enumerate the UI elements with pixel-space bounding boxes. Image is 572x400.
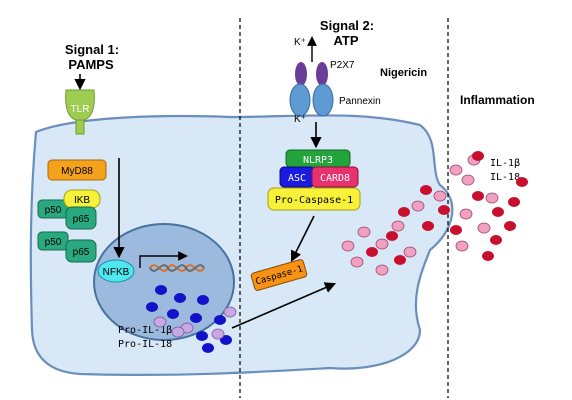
mature-cytokine-pink-dots [341, 154, 499, 276]
asc-label: ASC [288, 173, 306, 184]
nucleus [93, 223, 235, 341]
p65-label-a: p65 [73, 214, 90, 225]
k-in-label: K⁺ [294, 114, 306, 125]
nlrp3-label: NLRP3 [303, 155, 333, 166]
p2x7-right-subunit [316, 62, 328, 86]
p65-label-b: p65 [73, 247, 90, 258]
pro-caspase-box [267, 187, 361, 211]
il1b-label: IL-1β [490, 158, 520, 169]
dna-helix [149, 264, 205, 272]
transcription-arrow [139, 251, 188, 268]
nfkb-label: NFKB [103, 267, 130, 278]
il18-label: IL-18 [490, 172, 520, 183]
ikb-label: IKB [74, 195, 90, 206]
p65-box-b [65, 239, 97, 263]
p2x7-left-subunit [295, 62, 307, 86]
myd88-box [47, 159, 107, 181]
signal1-subtitle: PAMPS [68, 57, 114, 72]
mature-cytokine-red-dots [366, 151, 528, 265]
signal2-title: Signal 2: [320, 18, 374, 33]
nfkb-ellipse [97, 259, 135, 283]
p50-label-b: p50 [45, 237, 62, 248]
k-out-label: K⁺ [294, 37, 306, 48]
nigericin-label: Nigericin [380, 67, 427, 79]
caspase-box [250, 259, 308, 291]
inflammation-label: Inflammation [460, 93, 535, 107]
card8-box [311, 166, 359, 188]
signal1-title: Signal 1: [65, 42, 119, 57]
tlr-label: TLR [71, 104, 90, 115]
pannexin-right-subunit [312, 83, 334, 117]
p50-label-a: p50 [45, 205, 62, 216]
card8-label: CARD8 [320, 173, 350, 184]
pannexin-left-subunit [289, 83, 311, 117]
pannexin-label: Pannexin [339, 96, 381, 107]
maturation-arrow [231, 282, 337, 329]
p2x7-label: P2X7 [330, 60, 355, 71]
pro-cytokine-blue-dots [146, 285, 232, 353]
pro-caspase-label: Pro-Caspase-1 [275, 195, 353, 206]
tlr-receptor [65, 89, 95, 135]
pro-il18-label: Pro-IL-18 [118, 339, 172, 350]
signal2-subtitle: ATP [333, 33, 358, 48]
myd88-label: MyD88 [61, 166, 93, 177]
to-caspase-arrow [290, 215, 315, 263]
pro-il1b-label: Pro-IL-1β [118, 325, 172, 336]
pro-cytokine-lilac-dots [153, 306, 237, 340]
p65-box-a [65, 206, 97, 230]
